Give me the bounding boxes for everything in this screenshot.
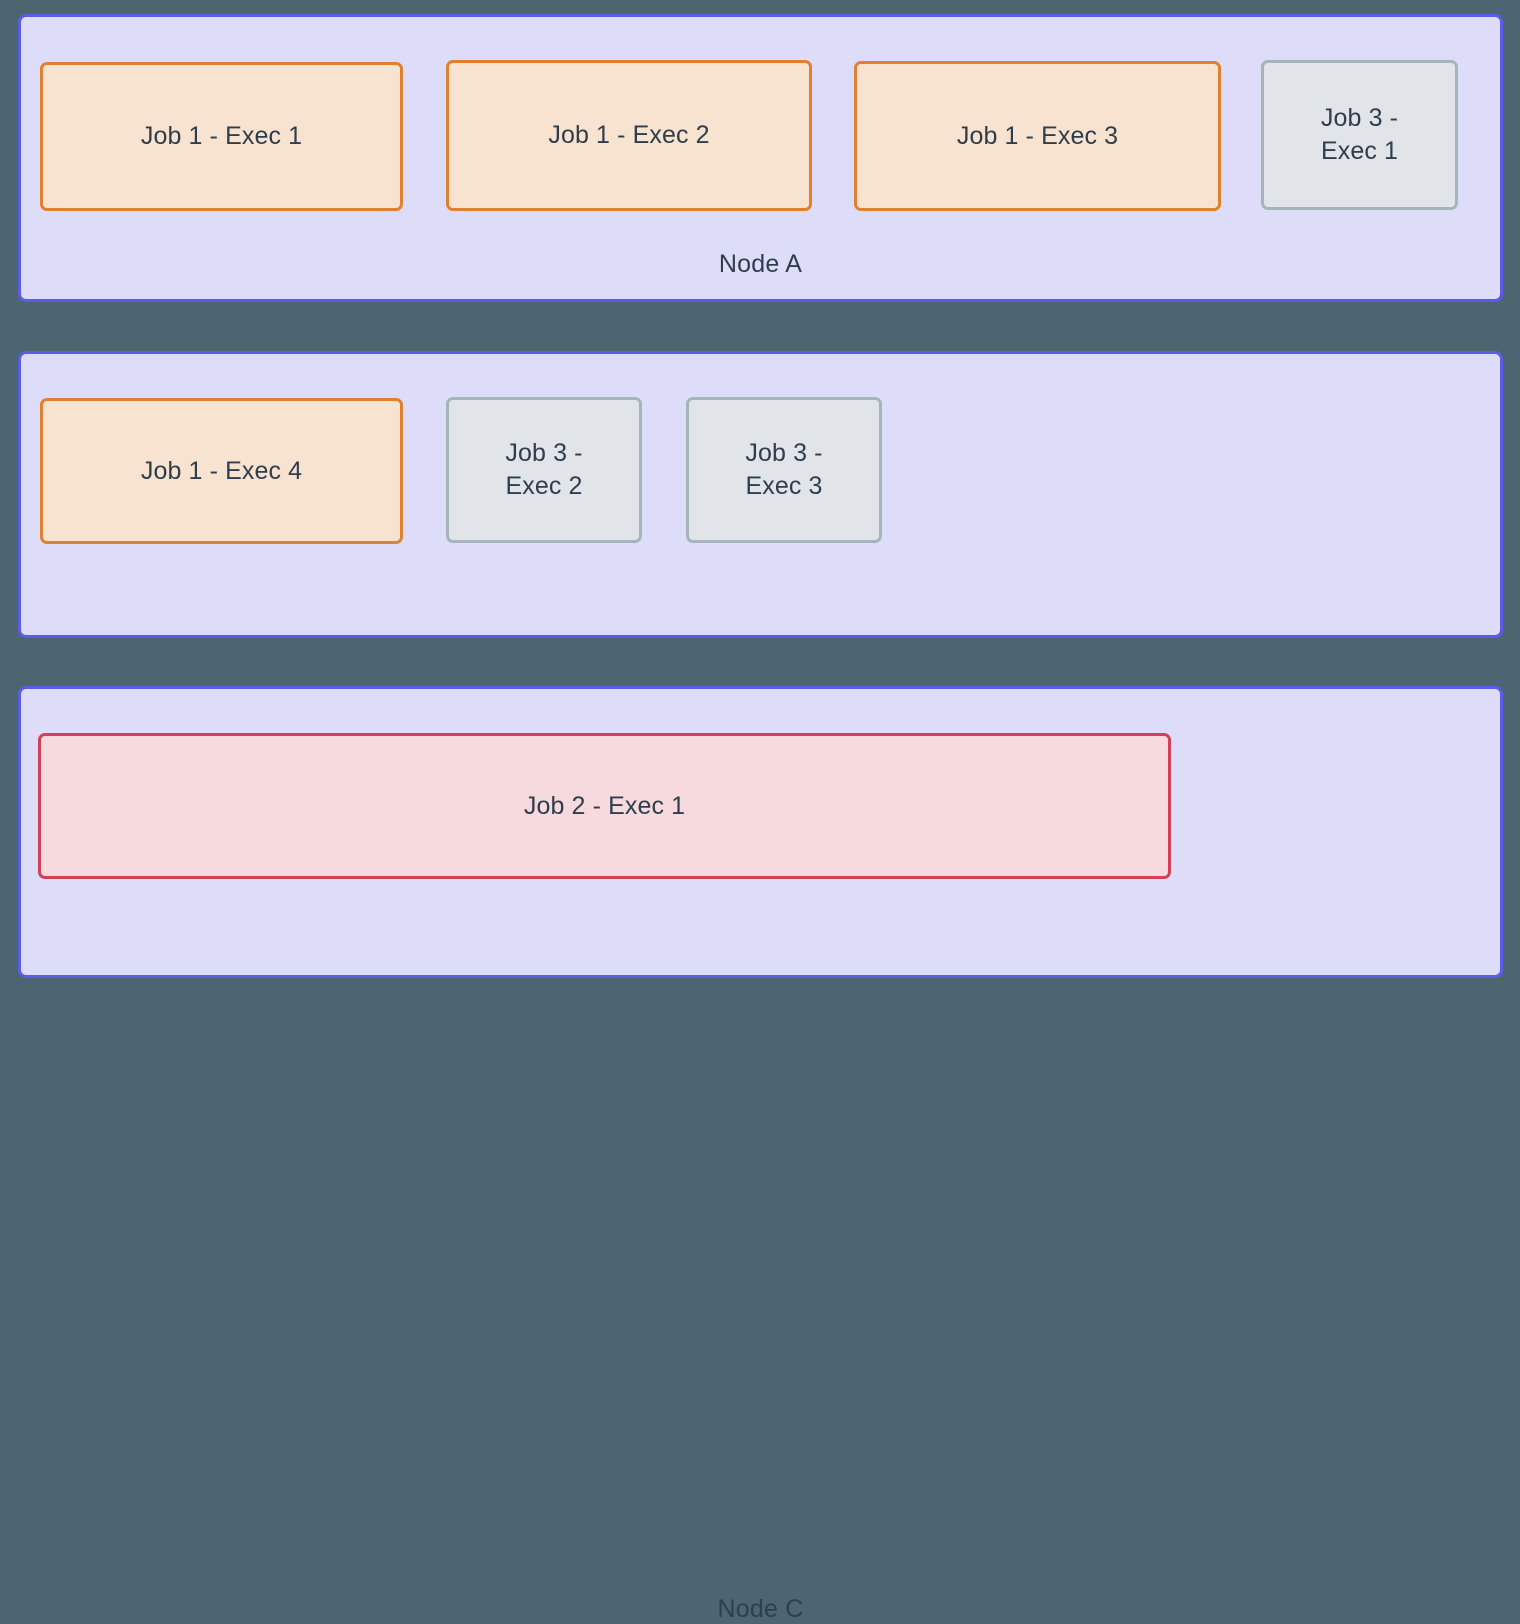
task-box-job1-exec2[interactable]: Job 1 - Exec 2 bbox=[446, 60, 812, 211]
task-box-job1-exec3[interactable]: Job 1 - Exec 3 bbox=[854, 61, 1221, 211]
task-box-job1-exec1[interactable]: Job 1 - Exec 1 bbox=[40, 62, 403, 211]
task-box-job2-exec1[interactable]: Job 2 - Exec 1 bbox=[38, 733, 1171, 879]
node-label-a: Node A bbox=[718, 250, 803, 278]
task-box-job1-exec4[interactable]: Job 1 - Exec 4 bbox=[40, 398, 403, 544]
node-label-c: Node C bbox=[717, 1595, 804, 1623]
diagram-canvas: Node A Job 1 - Exec 1 Job 1 - Exec 2 Job… bbox=[18, 14, 1503, 1623]
task-box-job3-exec3[interactable]: Job 3 - Exec 3 bbox=[686, 397, 882, 543]
task-box-job3-exec2[interactable]: Job 3 - Exec 2 bbox=[446, 397, 642, 543]
task-box-job3-exec1[interactable]: Job 3 - Exec 1 bbox=[1261, 60, 1458, 210]
